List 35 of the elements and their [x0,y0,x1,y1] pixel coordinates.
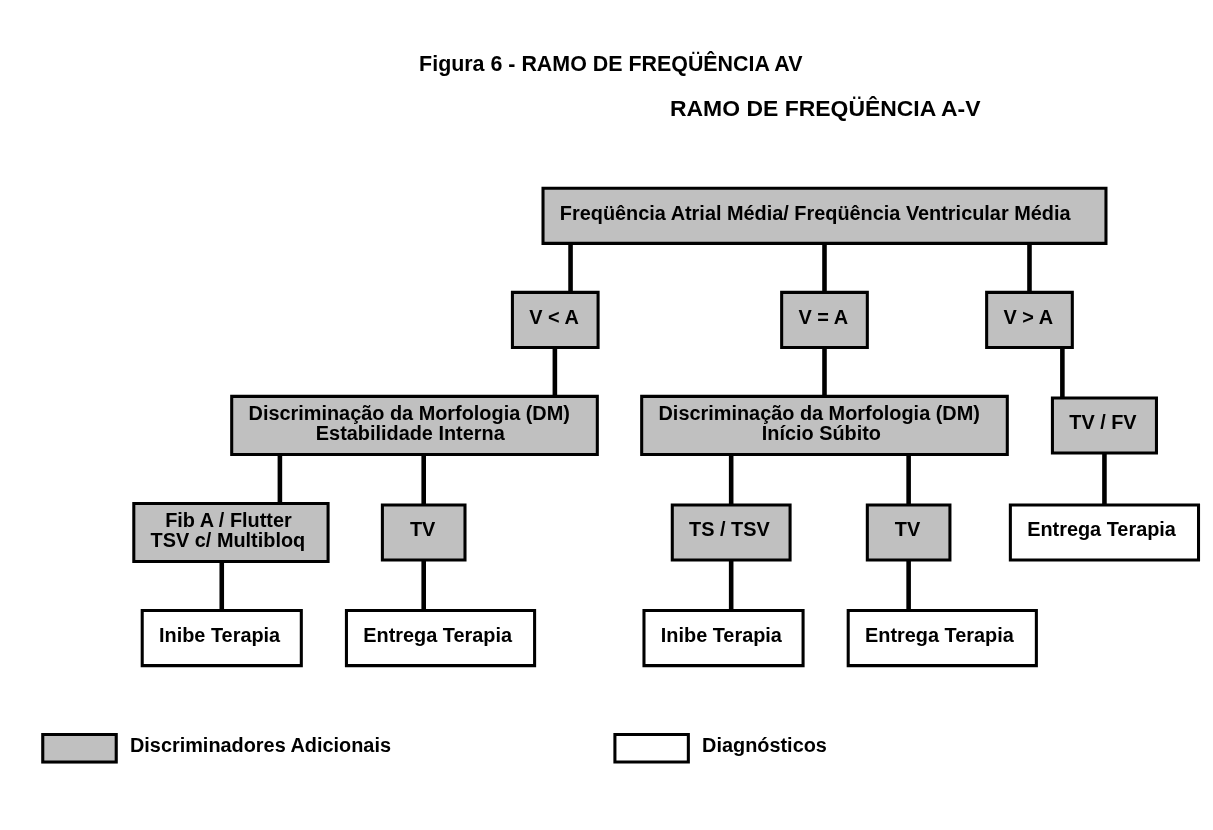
node-box: Entrega Terapia [846,608,1038,667]
connector [728,559,734,610]
node-box: Entrega Terapia [1008,502,1201,562]
node-box: V < A [510,290,600,349]
legend-label: Discriminadores Adicionais [129,733,392,756]
node-box: V > A [985,290,1074,349]
connector [1060,347,1065,398]
connector [219,561,225,610]
legend-label: Diagnósticos [702,733,827,756]
node-box: Discriminação da Morfologia (DM) Estabilidade Interna [230,394,599,456]
connector [552,347,558,396]
diagram-title: Figura 6 - RAMO DE FREQÜÊNCIA AV [419,51,803,76]
connector [1027,243,1032,292]
node-box: Discriminação da Morfologia (DM) Início Súbito [640,394,1009,456]
connector [568,243,573,292]
connector [1102,452,1107,505]
connector [421,454,426,505]
connector [906,454,911,505]
node-box: TV [380,502,467,562]
connector [421,559,426,610]
node-box: Entrega Terapia [344,608,537,667]
node-box: V = A [780,290,869,349]
node-box: Inibe Terapia [140,608,303,667]
connector [822,243,827,292]
node-box: TV / FV [1050,395,1158,454]
label: RAMO DE FREQÜÊNCIA A-V [669,94,981,121]
node-box: TS / TSV [670,502,792,562]
node-box: Freqüência Atrial Média/ Freqüência Ventricular Média [541,186,1108,245]
node-box: Fib A / Flutter TSV c/ Multibloq [132,501,330,563]
node-box: Inibe Terapia [642,608,805,667]
connector [277,454,283,503]
connector [822,347,827,396]
connector [906,559,911,610]
node-box: TV [865,502,952,562]
connector [728,454,734,505]
